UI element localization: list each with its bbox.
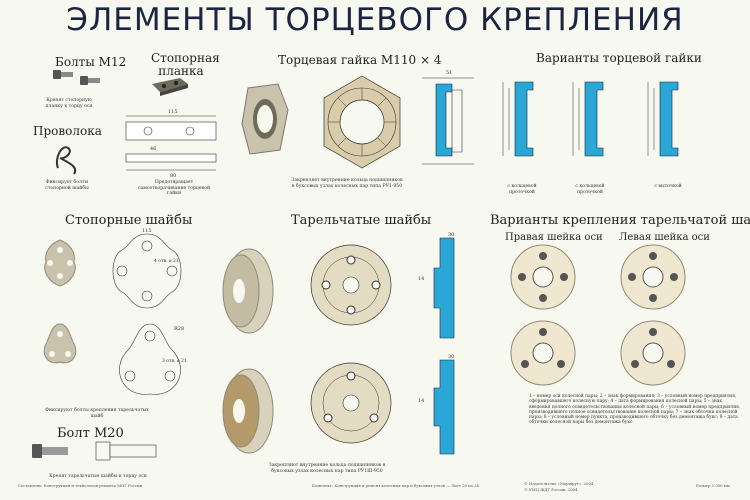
note-variant-1: с кольцевой проточкой (507, 184, 537, 195)
label-fastening-variants: Варианты крепления тарельчатой шайбой (490, 213, 750, 228)
right-neck-variant-2 (508, 318, 578, 388)
wire-illustration (52, 138, 82, 178)
note-end-nut: Закрепляет внутренние кольца подшипников… (291, 178, 403, 189)
label-bolt-m20: Болт М20 (57, 426, 124, 441)
nut-variant-2 (565, 64, 625, 174)
note-lock-plate: Предотвращает самоотворачивание торцевой… (137, 180, 211, 196)
dim-4-holes: 4 отв. ⌀ 21 (154, 258, 179, 264)
label-disc-washers: Тарельчатые шайбы (291, 213, 432, 228)
note-wire: Фиксирует болты стопорной шайбы (45, 180, 89, 191)
label-bolts-m12: Болты М12 (55, 55, 127, 69)
note-lock-washers: Фиксируют болты крепления тарельчатых ша… (45, 408, 149, 419)
label-end-nut: Торцевая гайка М110 × 4 (278, 53, 442, 67)
lock-washer-3-hole-3d (40, 320, 80, 370)
disc-washer-3d-bottom (215, 366, 275, 456)
dim-30-bottom: 30 (448, 354, 454, 360)
label-wire: Проволока (33, 124, 102, 138)
lock-washer-4-hole-drawing: 115 4 отв. ⌀ 21 (102, 226, 192, 316)
label-lock-washers: Стопорные шайбы (65, 213, 193, 228)
right-neck-variant-1 (508, 242, 578, 312)
disc-washer-section-bottom: 30 14 (410, 352, 480, 462)
page-title: ЭЛЕМЕНТЫ ТОРЦЕВОГО КРЕПЛЕНИЯ (66, 2, 684, 38)
dim-115-washer: 115 (142, 228, 152, 234)
footer-right-1: © Издательство «Маршрут», 2004 (524, 481, 594, 486)
dim-30-top: 30 (448, 232, 454, 238)
left-neck-variant-1 (618, 242, 688, 312)
lock-plate-drawing: 115 46 80 (120, 100, 230, 180)
note-disc-washers: Закрепляют внутренние кольца подшипников… (268, 463, 386, 474)
marking-legend: 1 – номер оси колесной пары; 2 – знак фо… (529, 394, 741, 426)
dim-115: 115 (168, 109, 178, 115)
label-left-neck: Левая шейка оси (619, 232, 710, 243)
left-neck-variant-2 (618, 318, 688, 388)
dim-3-holes: 3 отв. ⌀ 21 (162, 358, 187, 364)
end-nut-3d (240, 80, 290, 160)
label-nut-variants: Варианты торцевой гайки (536, 51, 702, 65)
label-lock-plate: Стопорная планка (151, 51, 220, 78)
dim-14-top: 14 (418, 276, 424, 282)
disc-washer-section-top: 30 14 (410, 228, 480, 348)
label-right-neck: Правая шейка оси (505, 232, 603, 243)
dim-14-bottom: 14 (418, 398, 424, 404)
lock-washer-4-hole-3d (40, 238, 80, 288)
lock-plate-3d (150, 76, 190, 98)
dim-r28: R28 (174, 326, 184, 332)
nut-variant-1 (495, 64, 555, 174)
note-bolt-m20: Крепят тарельчатые шайбы к торцу оси (49, 474, 147, 479)
dim-46: 46 (150, 146, 156, 152)
dim-51: 51 (446, 70, 452, 76)
footer-left: Составлено: Конструкция и технология рем… (18, 483, 143, 488)
footer-center: Комплект: Конструкция и ремонт колесных … (312, 483, 479, 488)
footer-size: Размер 1 000 мм (696, 483, 730, 488)
note-variant-3: с выточкой (654, 184, 682, 189)
note-variant-2: с кольцевой проточкой (575, 184, 605, 195)
bolts-m12-illustration (50, 66, 110, 96)
nut-variant-3 (640, 64, 700, 174)
dim-80: 80 (170, 173, 176, 179)
disc-washer-front-bottom (306, 358, 396, 448)
lock-washer-3-hole-drawing: R28 3 отв. ⌀ 21 (100, 318, 200, 408)
end-nut-section: 51 (418, 64, 478, 174)
disc-washer-front-top (306, 240, 396, 330)
bolt-m20-3d (30, 440, 70, 462)
bolt-m20-drawing (92, 432, 162, 468)
disc-washer-3d-top (215, 246, 275, 336)
footer-right-2: © УМЦ ЖДТ России, 2004 (524, 487, 578, 492)
end-nut-front (312, 72, 412, 172)
note-bolts-m12: Крепят стопорную планку к торцу оси (45, 98, 93, 109)
